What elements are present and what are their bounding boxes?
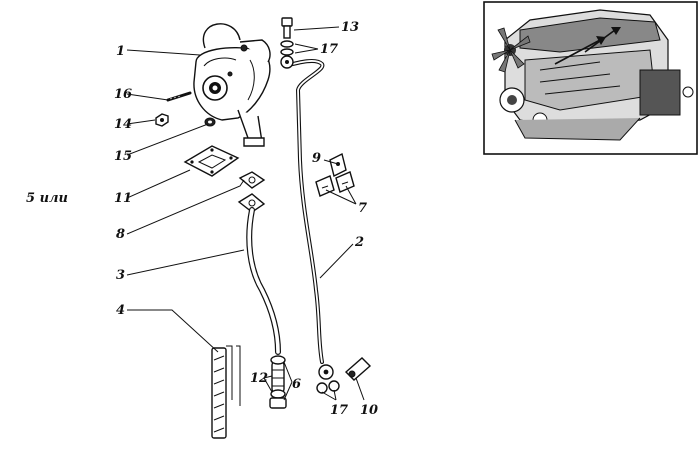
label-6: 6 [292,377,301,392]
label-4: 4 [116,303,125,318]
hose-12 [271,361,285,393]
label-16: 16 [114,87,132,102]
label-14: 14 [114,117,132,132]
label-3: 3 [116,268,125,283]
label-17-bottom: 17 [330,403,348,418]
label-17-top: 17 [320,42,338,57]
tube-4 [211,345,241,439]
label-8: 8 [116,227,125,242]
engine-inset [483,1,698,155]
label-10: 10 [360,403,378,418]
label-9: 9 [312,151,321,166]
washers-17-top [280,40,294,56]
clamps-7 [315,171,355,197]
leader-lines [126,26,365,401]
label-15: 15 [114,149,132,164]
label-12: 12 [250,371,268,386]
clamp-6 [269,355,287,409]
label-13: 13 [341,20,359,35]
stud-16 [166,91,192,102]
label-5: 5 или [26,191,68,206]
nut-14 [155,113,169,127]
label-7: 7 [358,201,367,216]
oil-supply-tube-2 [280,55,334,380]
label-1: 1 [116,44,125,59]
label-2: 2 [354,235,364,250]
washers-17-bottom [316,380,340,394]
part-labels: 1 16 14 15 5 или 11 8 3 4 13 17 9 7 2 12… [26,20,378,418]
label-11: 11 [114,191,132,206]
gasket-11 [183,145,240,177]
gasket-8 [238,171,266,189]
turbocharger [193,23,271,147]
fitting-10 [344,357,372,381]
clip-9 [329,152,347,178]
banjo-bolt-13 [281,17,293,39]
oil-drain-pipe-3 [237,193,281,355]
fan-icon [491,27,531,73]
